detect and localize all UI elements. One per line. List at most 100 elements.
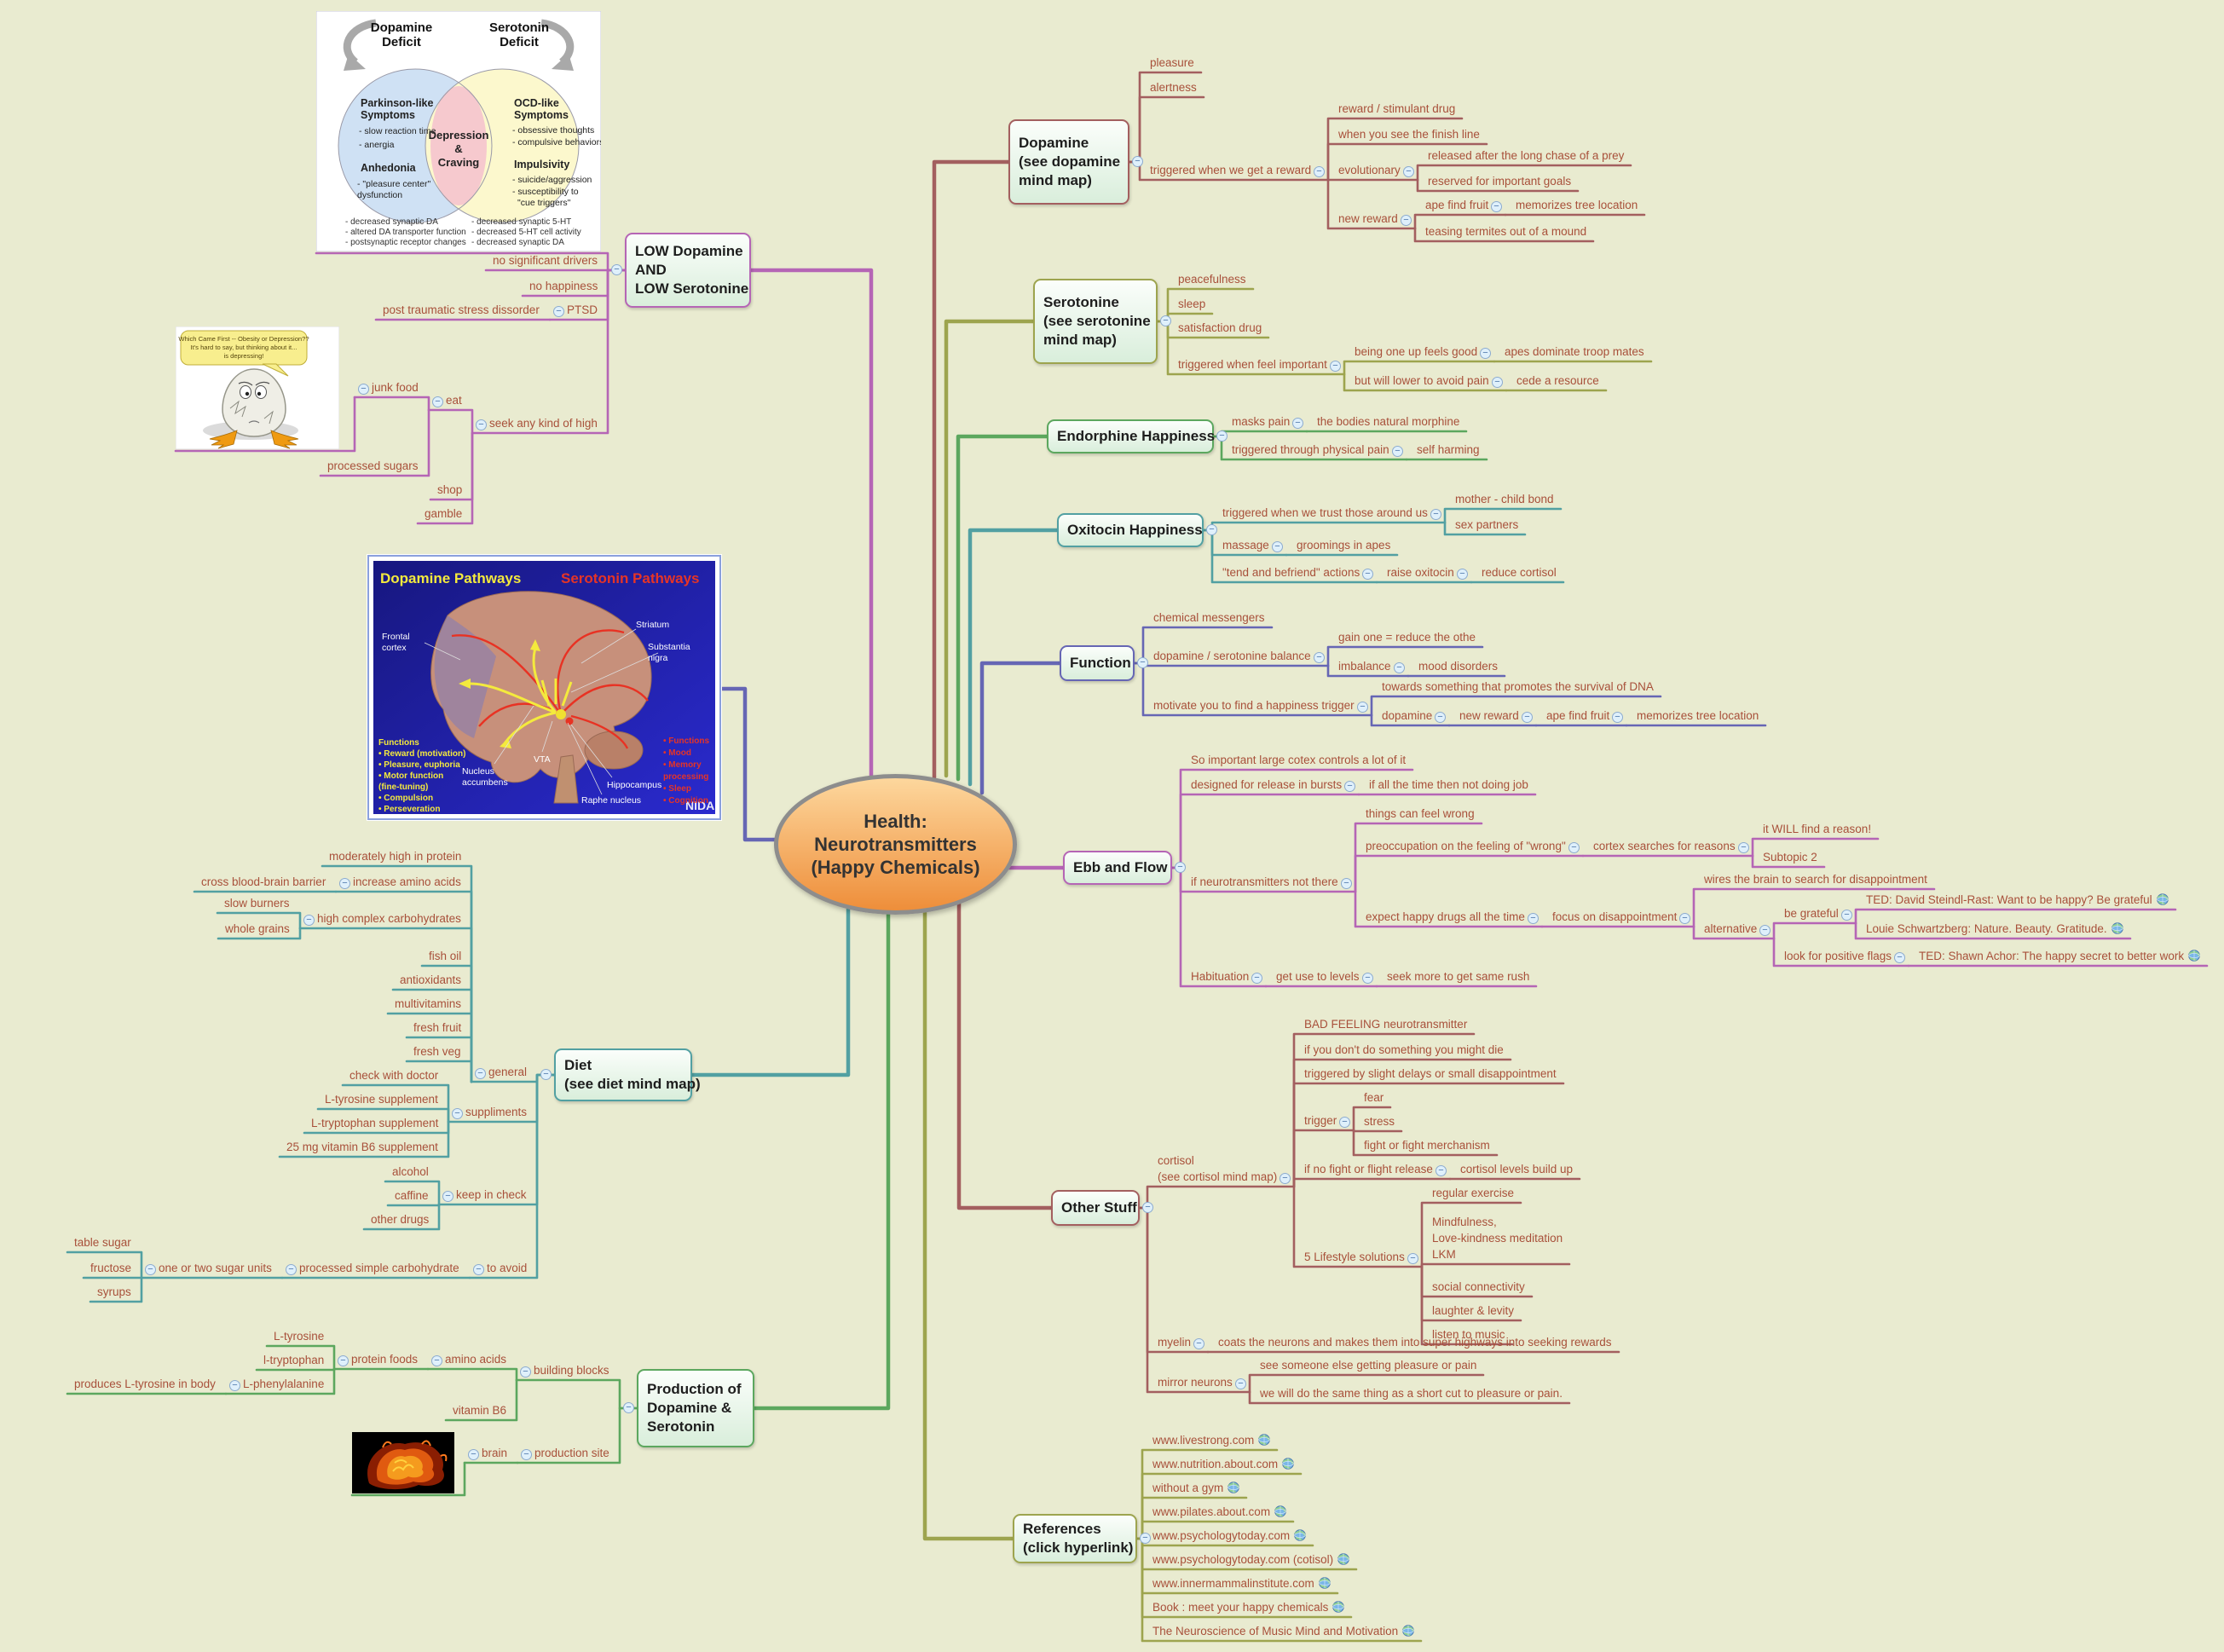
collapse-icon[interactable]: − <box>1175 862 1186 873</box>
topic-keep-in-check[interactable]: keep in check <box>456 1187 527 1203</box>
topic-antioxidants[interactable]: antioxidants <box>400 972 461 988</box>
topic-mother-child-bond[interactable]: mother - child bond <box>1455 491 1554 507</box>
collapse-icon[interactable]: − <box>1314 166 1325 177</box>
topic-be-grateful[interactable]: be grateful <box>1784 905 1839 921</box>
topic-ape-find-fruit[interactable]: ape find fruit <box>1425 197 1488 213</box>
topic-things-can-feel-wrong[interactable]: things can feel wrong <box>1366 806 1475 822</box>
topic-masks-pain[interactable]: masks pain <box>1232 413 1290 430</box>
topic-wires-the-brain-to-search-for-disappointme[interactable]: wires the brain to search for disappoint… <box>1704 871 1927 887</box>
collapse-icon[interactable]: − <box>1357 702 1368 713</box>
collapse-icon[interactable]: − <box>431 1355 442 1366</box>
topic-fight-or-fight-merchanism[interactable]: fight or fight merchanism <box>1364 1137 1490 1153</box>
collapse-icon[interactable]: − <box>145 1264 156 1275</box>
topic-gain-one-reduce-the-othe[interactable]: gain one = reduce the othe <box>1338 629 1476 645</box>
collapse-icon[interactable]: − <box>229 1380 240 1391</box>
topic-25-mg-vitamin-b6-supplement[interactable]: 25 mg vitamin B6 supplement <box>286 1139 438 1155</box>
collapse-icon[interactable]: − <box>1142 1202 1153 1213</box>
branch-topic-ebb-and-flow[interactable]: Ebb and Flow <box>1063 851 1172 885</box>
topic-to-avoid[interactable]: to avoid <box>487 1260 527 1276</box>
topic-www-innermammalinstitute-com[interactable]: www.innermammalinstitute.com <box>1152 1575 1331 1591</box>
collapse-icon[interactable]: − <box>1528 913 1539 924</box>
collapse-icon[interactable]: − <box>1292 418 1303 429</box>
collapse-icon[interactable]: − <box>475 1068 486 1079</box>
collapse-icon[interactable]: − <box>1344 781 1355 792</box>
collapse-icon[interactable]: − <box>1362 569 1373 580</box>
topic-being-one-up-feels-good[interactable]: being one up feels good <box>1355 344 1477 360</box>
collapse-icon[interactable]: − <box>1457 569 1468 580</box>
topic-eat[interactable]: eat <box>446 392 462 408</box>
topic-seek-more-to-get-same-rush[interactable]: seek more to get same rush <box>1387 968 1529 985</box>
topic-l-phenylalanine[interactable]: L-phenylalanine <box>243 1376 324 1392</box>
topic-habituation[interactable]: Habituation <box>1191 968 1249 985</box>
topic-tend-and-befriend-actions[interactable]: "tend and befriend" actions <box>1222 564 1360 581</box>
topic-reduce-cortisol[interactable]: reduce cortisol <box>1482 564 1557 581</box>
topic-amino-acids[interactable]: amino acids <box>445 1351 506 1367</box>
collapse-icon[interactable]: − <box>1435 1165 1447 1176</box>
collapse-icon[interactable]: − <box>1612 712 1623 723</box>
topic-post-traumatic-stress-dissorder[interactable]: post traumatic stress dissorder <box>383 302 540 318</box>
collapse-icon[interactable]: − <box>1679 913 1690 924</box>
topic-but-will-lower-to-avoid-pain[interactable]: but will lower to avoid pain <box>1355 373 1489 389</box>
topic-other-drugs[interactable]: other drugs <box>371 1211 429 1227</box>
collapse-icon[interactable]: − <box>1491 201 1502 212</box>
topic-slow-burners[interactable]: slow burners <box>224 895 290 911</box>
topic-bad-feeling-neurotransmitter[interactable]: BAD FEELING neurotransmitter <box>1304 1016 1467 1032</box>
topic-memorizes-tree-location[interactable]: memorizes tree location <box>1516 197 1638 213</box>
topic-mirror-neurons[interactable]: mirror neurons <box>1158 1374 1233 1390</box>
topic-general[interactable]: general <box>488 1064 527 1080</box>
topic-look-for-positive-flags[interactable]: look for positive flags <box>1784 948 1892 964</box>
hyperlink-icon[interactable] <box>1282 1458 1294 1470</box>
collapse-icon[interactable]: − <box>286 1264 297 1275</box>
topic-www-psychologytoday-com[interactable]: www.psychologytoday.com <box>1152 1528 1306 1544</box>
topic-we-will-do-the-same-thing-as-a-short-cut-t[interactable]: we will do the same thing as a short cut… <box>1260 1385 1563 1401</box>
topic-dopamine[interactable]: dopamine <box>1382 708 1432 724</box>
topic-vitamin-b6[interactable]: vitamin B6 <box>453 1402 506 1418</box>
topic-alternative[interactable]: alternative <box>1704 921 1757 937</box>
topic-no-happiness[interactable]: no happiness <box>529 278 598 294</box>
topic-get-use-to-levels[interactable]: get use to levels <box>1276 968 1360 985</box>
topic-ptsd[interactable]: PTSD <box>567 302 598 318</box>
topic-social-connectivity[interactable]: social connectivity <box>1432 1279 1525 1295</box>
brain-pathways-image[interactable]: Dopamine Pathways Serotonin Pathways Fro… <box>367 554 722 821</box>
topic-www-psychologytoday-com-cotisol[interactable]: www.psychologytoday.com (cotisol) <box>1152 1551 1349 1568</box>
topic-alertness[interactable]: alertness <box>1150 79 1197 95</box>
hyperlink-icon[interactable] <box>1274 1505 1286 1517</box>
collapse-icon[interactable]: − <box>358 384 369 395</box>
topic-if-no-fight-or-flight-release[interactable]: if no fight or flight release <box>1304 1161 1433 1177</box>
topic-groomings-in-apes[interactable]: groomings in apes <box>1297 537 1390 553</box>
topic-protein-foods[interactable]: protein foods <box>351 1351 418 1367</box>
topic-reserved-for-important-goals[interactable]: reserved for important goals <box>1428 173 1571 189</box>
collapse-icon[interactable]: − <box>442 1191 453 1202</box>
topic-l-tyrosine-supplement[interactable]: L-tyrosine supplement <box>325 1091 438 1107</box>
collapse-icon[interactable]: − <box>553 306 564 317</box>
topic-5-lifestyle-solutions[interactable]: 5 Lifestyle solutions <box>1304 1249 1405 1265</box>
topic-www-livestrong-com[interactable]: www.livestrong.com <box>1152 1432 1271 1448</box>
topic-www-pilates-about-com[interactable]: www.pilates.about.com <box>1152 1504 1286 1520</box>
collapse-icon[interactable]: − <box>452 1108 463 1119</box>
topic-caffine[interactable]: caffine <box>395 1187 429 1204</box>
hyperlink-icon[interactable] <box>1228 1482 1240 1493</box>
collapse-icon[interactable]: − <box>1403 166 1414 177</box>
hyperlink-icon[interactable] <box>1402 1625 1414 1637</box>
collapse-icon[interactable]: − <box>1841 910 1852 921</box>
hyperlink-icon[interactable] <box>1258 1434 1271 1446</box>
collapse-icon[interactable]: − <box>1339 1117 1350 1128</box>
collapse-icon[interactable]: − <box>303 915 315 926</box>
collapse-icon[interactable]: − <box>1132 156 1143 167</box>
topic-motivate-you-to-find-a-happiness-trigger[interactable]: motivate you to find a happiness trigger <box>1153 697 1355 713</box>
collapse-icon[interactable]: − <box>1568 842 1580 853</box>
topic-l-tyrosine[interactable]: L-tyrosine <box>274 1328 324 1344</box>
collapse-icon[interactable]: − <box>1330 361 1341 372</box>
topic-shop[interactable]: shop <box>437 482 462 498</box>
collapse-icon[interactable]: − <box>1137 657 1148 668</box>
collapse-icon[interactable]: − <box>1362 973 1373 984</box>
collapse-icon[interactable]: − <box>611 264 622 275</box>
topic-subtopic-2[interactable]: Subtopic 2 <box>1763 849 1817 865</box>
hyperlink-icon[interactable] <box>1319 1577 1331 1589</box>
collapse-icon[interactable]: − <box>1272 541 1283 552</box>
venn-diagram-image[interactable]: Dopamine Deficit Serotonin Deficit Parki… <box>315 10 604 252</box>
topic-fructose[interactable]: fructose <box>90 1260 131 1276</box>
